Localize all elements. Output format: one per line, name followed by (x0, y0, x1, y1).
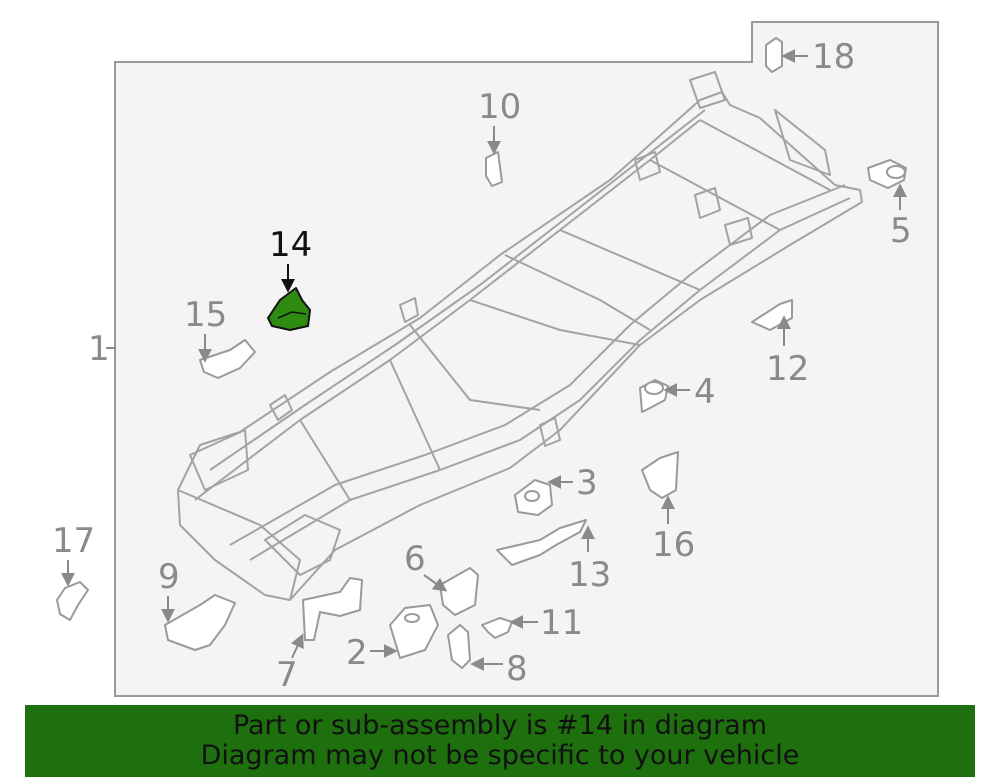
part-3[interactable] (514, 479, 553, 516)
part-17[interactable] (56, 581, 89, 621)
part-8[interactable] (447, 624, 471, 669)
callout-8: 8 (506, 649, 528, 689)
callout-11: 11 (540, 603, 583, 643)
callout-16: 16 (652, 525, 695, 565)
part-11[interactable] (481, 617, 513, 639)
callout-3: 3 (576, 463, 598, 503)
callout-13: 13 (568, 555, 611, 595)
callout-10: 10 (478, 87, 521, 127)
part-9[interactable] (164, 594, 236, 651)
part-14[interactable] (267, 287, 311, 331)
part-6[interactable] (439, 567, 479, 616)
part-5[interactable] (867, 159, 907, 189)
vehicle-frame (177, 71, 863, 601)
banner-line-1: Part or sub-assembly is #14 in diagram (232, 710, 768, 741)
part-7[interactable] (302, 577, 363, 641)
callout-15: 15 (184, 295, 227, 335)
part-13[interactable] (496, 519, 587, 566)
callout-14: 14 (269, 225, 312, 265)
part-10[interactable] (485, 151, 503, 187)
callout-1: 1 (88, 329, 110, 369)
part-4[interactable] (639, 379, 669, 413)
callout-7-leader (290, 633, 304, 659)
callout-4: 4 (694, 372, 716, 412)
diagram-border (114, 21, 939, 697)
part-14-shape (267, 287, 311, 331)
callout-5: 5 (890, 211, 912, 251)
disclaimer-banner: Part or sub-assembly is #14 in diagram D… (25, 705, 975, 777)
part-15[interactable] (199, 339, 256, 379)
callout-12: 12 (766, 349, 809, 389)
banner-line-2: Diagram may not be specific to your vehi… (200, 740, 800, 771)
callout-6-leader (423, 574, 448, 592)
part-18[interactable] (765, 37, 783, 73)
callout-18: 18 (812, 37, 855, 77)
callout-2: 2 (346, 633, 368, 673)
part-2[interactable] (389, 604, 439, 659)
part-16[interactable] (641, 451, 679, 499)
callout-7: 7 (276, 655, 298, 695)
callout-9: 9 (158, 557, 180, 597)
callout-17: 17 (52, 521, 95, 561)
callout-6: 6 (404, 539, 426, 579)
